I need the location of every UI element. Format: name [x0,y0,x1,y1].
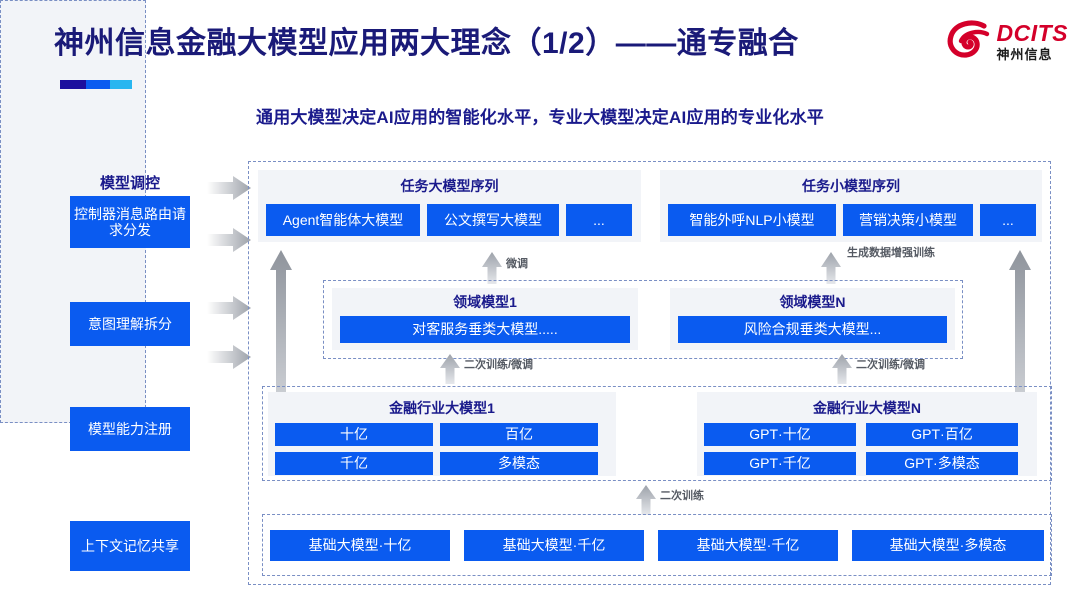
arrow-right-1-icon [207,176,251,200]
industry-model-n-item-1[interactable]: GPT·十亿 [704,423,856,446]
sidebar-item-capability-registry[interactable]: 模型能力注册 [70,407,190,451]
domain-model-n-item[interactable]: 风险合规垂类大模型... [678,316,947,343]
sidebar-item-context-memory[interactable]: 上下文记忆共享 [70,521,190,571]
industry-model-n-item-4[interactable]: GPT·多模态 [866,452,1018,475]
arrow-up-data-aug-icon [821,252,841,284]
industry-model-n-title: 金融行业大模型N [812,400,922,416]
arrow-up-finetune-icon [482,252,502,284]
task-small-model-item-more[interactable]: ... [980,204,1036,236]
arrow-up-retrain-icon [636,485,656,515]
sidebar-item-intent-parsing[interactable]: 意图理解拆分 [70,302,190,346]
industry-model-n-item-3[interactable]: GPT·千亿 [704,452,856,475]
foundation-model-item-1[interactable]: 基础大模型·十亿 [270,530,450,561]
domain-model-n-title: 领域模型N [779,294,846,310]
accent-bar [60,80,132,89]
caption-data-augmentation: 生成数据增强训练 [847,247,935,259]
domain-model-1-item[interactable]: 对客服务垂类大模型..... [340,316,630,343]
arrow-up-retrain-finetune-right-icon [832,354,852,384]
industry-model-1-item-3[interactable]: 千亿 [275,452,433,475]
industry-model-1-title: 金融行业大模型1 [389,400,495,416]
arrow-up-retrain-finetune-left-icon [440,354,460,384]
domain-model-1-title: 领域模型1 [453,294,517,310]
caption-retrain-finetune-left: 二次训练/微调 [464,359,534,371]
dcits-swirl-icon [947,20,989,58]
arrow-up-tall-left-icon [270,250,292,468]
company-logo: DCITS 神州信息 [947,20,1069,62]
left-panel-title: 模型调控 [99,175,160,192]
caption-retrain-finetune-right: 二次训练/微调 [856,359,926,371]
task-small-model-item-nlp[interactable]: 智能外呼NLP小模型 [668,204,836,236]
page-subtitle: 通用大模型决定AI应用的智能化水平，专业大模型决定AI应用的专业化水平 [256,108,824,127]
industry-model-1-item-2[interactable]: 百亿 [440,423,598,446]
industry-model-1-item-4[interactable]: 多模态 [440,452,598,475]
foundation-model-item-3[interactable]: 基础大模型·千亿 [658,530,838,561]
caption-fine-tune: 微调 [506,258,528,270]
arrow-up-tall-right-icon [1009,250,1031,468]
arrow-right-4-icon [207,345,251,369]
task-large-model-title: 任务大模型序列 [400,178,499,194]
arrow-right-3-icon [207,296,251,320]
foundation-model-item-4[interactable]: 基础大模型·多模态 [852,530,1044,561]
arrow-right-2-icon [207,228,251,252]
sidebar-item-controller-routing[interactable]: 控制器消息路由请求分发 [70,196,190,248]
foundation-model-item-2[interactable]: 基础大模型·千亿 [464,530,644,561]
logo-text-cn: 神州信息 [996,46,1053,62]
task-small-model-title: 任务小模型序列 [802,178,900,194]
task-large-model-item-more[interactable]: ... [566,204,632,236]
architecture-container [248,161,1051,585]
industry-models-container [262,386,1052,481]
industry-model-n-item-2[interactable]: GPT·百亿 [866,423,1018,446]
industry-model-1-item-1[interactable]: 十亿 [275,423,433,446]
foundation-models-container [262,514,1052,576]
logo-text-en: DCITS [996,19,1068,46]
page-title: 神州信息金融大模型应用两大理念（1/2）——通专融合 [54,27,799,60]
task-large-model-item-agent[interactable]: Agent智能体大模型 [266,204,420,236]
task-large-model-item-document[interactable]: 公文撰写大模型 [427,204,559,236]
domain-models-container [323,280,963,359]
task-small-model-item-marketing[interactable]: 营销决策小模型 [843,204,973,236]
caption-retrain: 二次训练 [660,490,704,502]
